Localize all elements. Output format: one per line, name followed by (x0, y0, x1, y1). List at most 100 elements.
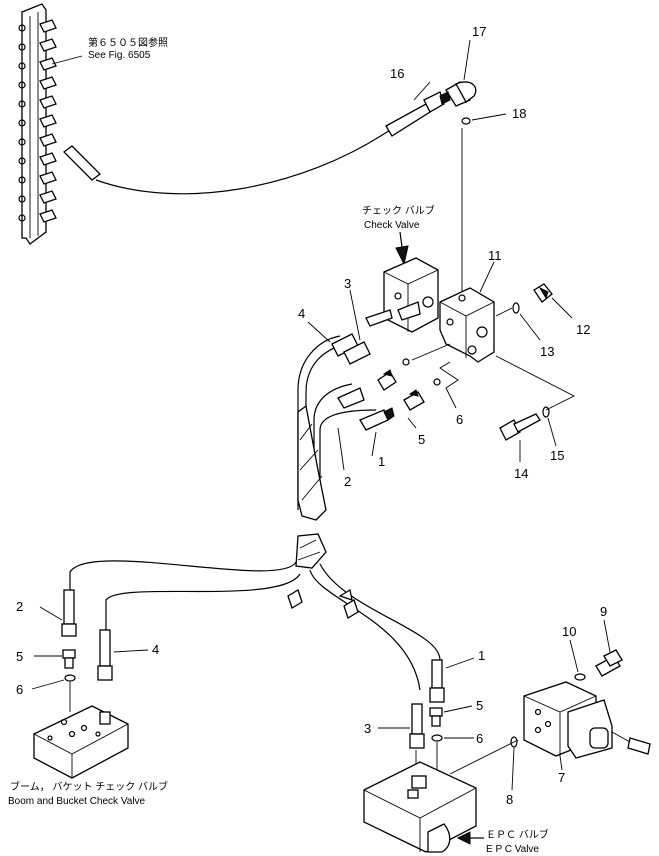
leader-1-top (371, 431, 377, 457)
callout-4-top: 4 (298, 306, 305, 321)
epc-valve-en-label: E P C Valve (486, 844, 539, 855)
assembly-line-6a (411, 343, 451, 361)
leader-5-top (407, 417, 417, 429)
callout-5-right: 5 (476, 698, 483, 713)
leader-4-bot (113, 649, 149, 653)
o-ring-18 (461, 117, 471, 125)
callout-6-top: 6 (456, 412, 463, 427)
manifold-fitting (39, 19, 57, 33)
solenoid-valve-7 (523, 681, 651, 759)
leader-16 (413, 81, 431, 101)
connector-5-left (62, 649, 76, 669)
callout-12: 12 (576, 322, 590, 337)
hose-bundle-upper (297, 309, 395, 521)
manifold-port (18, 119, 26, 127)
hose-end-2-left (61, 589, 77, 637)
leader-4-top (307, 321, 331, 343)
hose-upper (63, 91, 445, 195)
o-ring-6-right (431, 734, 443, 742)
hose-end-1-right (429, 659, 445, 703)
callout-2-bot: 2 (16, 599, 23, 614)
leader-18 (471, 113, 507, 121)
assembly-line-15 (495, 355, 575, 411)
assembly-line-13 (495, 307, 513, 317)
manifold-port (18, 62, 26, 70)
bolt-14 (499, 413, 541, 441)
epc-arrow (456, 831, 471, 845)
hose-end-3-right (409, 703, 425, 749)
leader-1-bot (445, 657, 475, 669)
check-valve-body (383, 257, 439, 333)
leader-15 (547, 417, 557, 447)
connector-5-right (429, 707, 443, 727)
epc-valve-jp-label: ＥＰＣ バルブ (486, 828, 549, 841)
connector-5-top-a (377, 369, 397, 391)
see-fig-jp-label: 第６５０５図参照 (88, 36, 168, 49)
boom-bucket-jp-label: ブーム， バケット チェック バルブ (10, 780, 168, 793)
o-ring-6-top-b (433, 378, 441, 386)
leader-6-top (439, 361, 459, 409)
plug-12 (533, 283, 553, 303)
boom-bucket-en-label: Boom and Bucket Check Valve (8, 796, 146, 807)
callout-3-top: 3 (344, 276, 351, 291)
leader-6-left (31, 679, 65, 690)
check-valve-jp-label: チェック バルブ (362, 204, 435, 217)
washer-15 (542, 406, 550, 418)
check-valve-en-label: Check Valve (364, 220, 420, 231)
connector-5-top-b (403, 389, 425, 411)
manifold-port (18, 100, 26, 108)
hose-bundle-lower (69, 533, 441, 691)
callout-3-bot: 3 (364, 721, 371, 736)
callout-9: 9 (600, 604, 607, 619)
block-11 (439, 287, 495, 363)
callout-2-top: 2 (344, 474, 351, 489)
callout-13: 13 (540, 344, 554, 359)
callout-11: 11 (488, 248, 502, 263)
manifold-port (18, 138, 26, 146)
callout-4-bot: 4 (152, 642, 159, 657)
callout-16: 16 (390, 66, 404, 81)
leader-3-top (349, 289, 361, 341)
hose-end-4-left (97, 629, 113, 681)
leader-17 (463, 39, 471, 81)
manifold-fitting (39, 190, 57, 204)
callout-6-right: 6 (476, 731, 483, 746)
callout-5-left: 5 (16, 649, 23, 664)
leader-12 (551, 297, 573, 319)
manifold-fitting (39, 57, 57, 71)
leader-13 (519, 313, 541, 341)
leader-11 (479, 261, 495, 293)
leader-5-right (443, 705, 473, 713)
check-valve-arrow (395, 245, 409, 266)
o-ring-13 (512, 302, 520, 314)
manifold-fitting (39, 76, 57, 90)
manifold-fitting (39, 209, 57, 223)
manifold-fitting (39, 152, 57, 166)
assembly-line-8 (449, 739, 519, 775)
callout-1-bot: 1 (478, 648, 485, 663)
callout-8: 8 (506, 792, 513, 807)
leader-7 (559, 755, 563, 771)
leader-8 (511, 747, 515, 791)
leader-2-top (337, 427, 345, 471)
leader-10 (569, 639, 579, 673)
o-ring-8 (510, 736, 518, 748)
callout-14: 14 (514, 466, 528, 481)
boom-bucket-check-valve (33, 705, 129, 779)
manifold-fitting (39, 171, 57, 185)
callout-10: 10 (562, 624, 576, 639)
washer-10 (574, 673, 586, 681)
manifold-port (18, 214, 26, 222)
see-fig-en-label: See Fig. 6505 (88, 50, 151, 61)
manifold-port (18, 81, 26, 89)
epc-valve-body (363, 761, 477, 853)
manifold-block (18, 3, 57, 245)
manifold-port (18, 195, 26, 203)
leader-9 (603, 619, 611, 653)
manifold-port (18, 43, 26, 51)
manifold-fitting (39, 38, 57, 52)
elbow-fitting-17 (439, 81, 477, 107)
callout-18: 18 (512, 106, 526, 121)
callout-7: 7 (558, 770, 565, 785)
